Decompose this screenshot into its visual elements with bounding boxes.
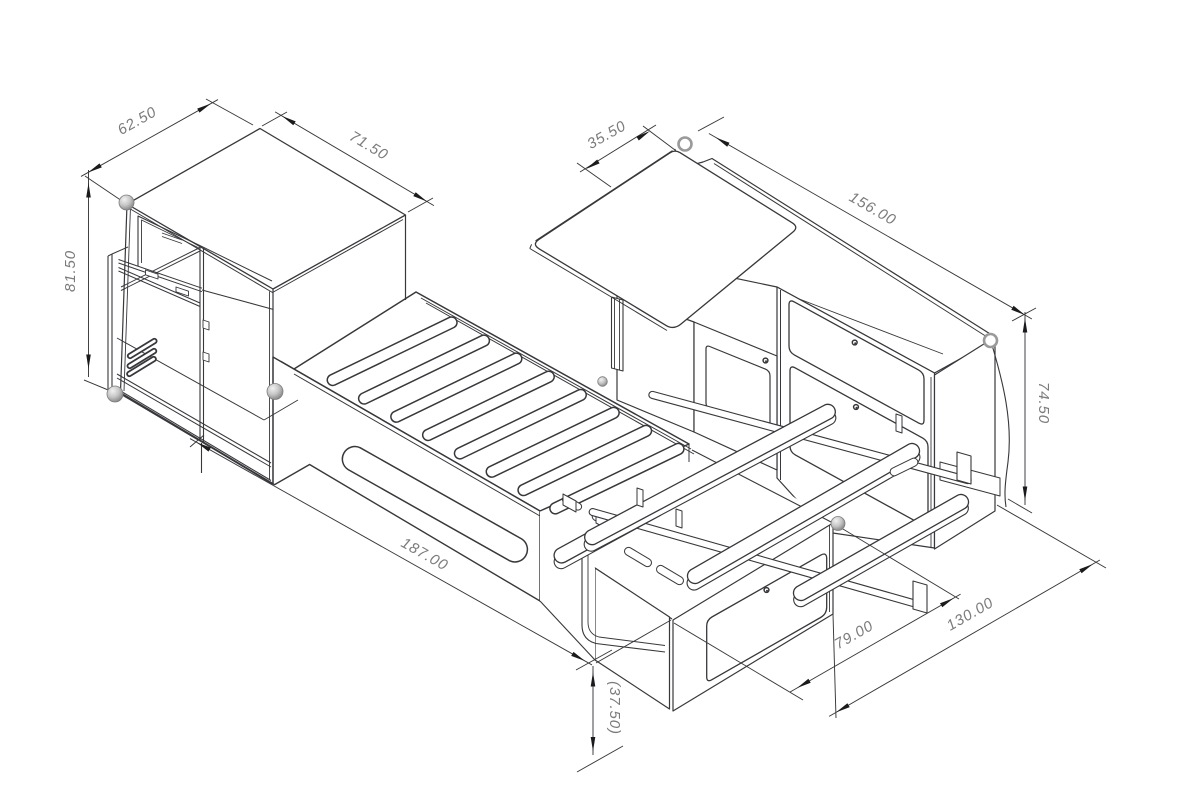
svg-text:74.50: 74.50 — [1035, 382, 1052, 424]
svg-text:81.50: 81.50 — [62, 250, 79, 292]
svg-text:(37.50): (37.50) — [606, 681, 623, 735]
